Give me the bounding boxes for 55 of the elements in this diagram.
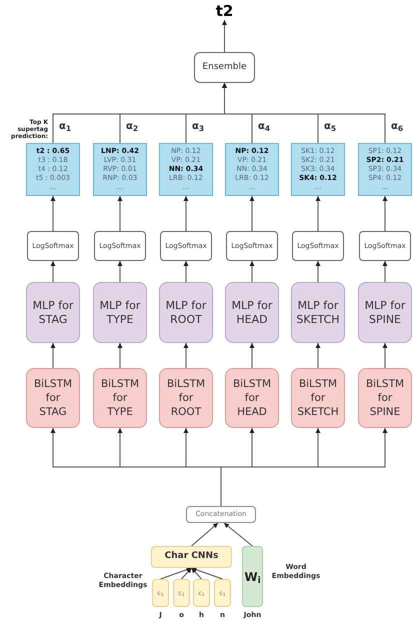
edge-label: α$_{3}$	[192, 121, 204, 133]
mlp-box: MLP for SKETCH	[291, 282, 345, 343]
arrow	[220, 428, 388, 506]
output-label: t2	[210, 2, 240, 20]
mlp-box: MLP for SPINE	[358, 282, 412, 343]
arrow	[222, 20, 227, 52]
arrow	[50, 342, 56, 368]
prediction-box	[93, 143, 147, 196]
edge-label: α$_{6}$	[391, 121, 404, 133]
arrow	[118, 196, 122, 232]
arrow	[382, 260, 388, 282]
prediction-box	[291, 143, 345, 196]
word-embedding-box: W$_{i}$	[242, 546, 263, 607]
arrow	[316, 342, 320, 368]
bilstm-box: BiLSTM for ROOT	[159, 368, 213, 428]
edge-label: α$_{1}$	[59, 121, 72, 133]
arrow	[250, 342, 254, 368]
bilstm-box: BiLSTM for STAG	[26, 368, 80, 428]
edge-label: α$_{5}$	[324, 121, 336, 133]
arrow	[160, 567, 192, 580]
prediction-box	[225, 143, 279, 196]
ensemble-box: Ensemble	[194, 52, 255, 83]
arrow	[191, 567, 223, 580]
arrow	[382, 196, 388, 232]
arrow	[382, 342, 388, 368]
prediction-box	[26, 143, 80, 196]
mlp-box: MLP for TYPE	[93, 282, 147, 343]
arrow	[316, 196, 320, 232]
arrow	[191, 522, 218, 546]
bilstm-box: BiLSTM for TYPE	[93, 368, 147, 428]
arrow	[50, 260, 56, 282]
bilstm-box: BiLSTM for HEAD	[225, 368, 279, 428]
arrow	[184, 196, 188, 232]
arrow	[316, 260, 320, 282]
arrow	[118, 342, 122, 368]
arrow	[184, 260, 188, 282]
arrow	[222, 82, 386, 144]
arrow	[224, 522, 253, 546]
char-cnn-box: Char CNNs	[151, 546, 232, 568]
prediction-box	[358, 143, 412, 196]
prediction-box	[159, 143, 213, 196]
bilstm-box: BiLSTM for SPINE	[358, 368, 412, 428]
arrow	[191, 568, 202, 580]
bilstm-box: BiLSTM for SKETCH	[291, 368, 345, 428]
mlp-box: MLP for STAG	[26, 282, 80, 343]
arrow	[250, 260, 254, 282]
edge-label: α$_{4}$	[258, 121, 270, 133]
mlp-box: MLP for ROOT	[159, 282, 213, 343]
edge-label: α$_{2}$	[126, 121, 138, 133]
mlp-box: MLP for HEAD	[225, 282, 279, 343]
arrow	[181, 568, 192, 580]
arrow	[184, 342, 188, 368]
arrow	[250, 196, 254, 232]
arrow	[50, 196, 56, 232]
arrow	[118, 260, 122, 282]
